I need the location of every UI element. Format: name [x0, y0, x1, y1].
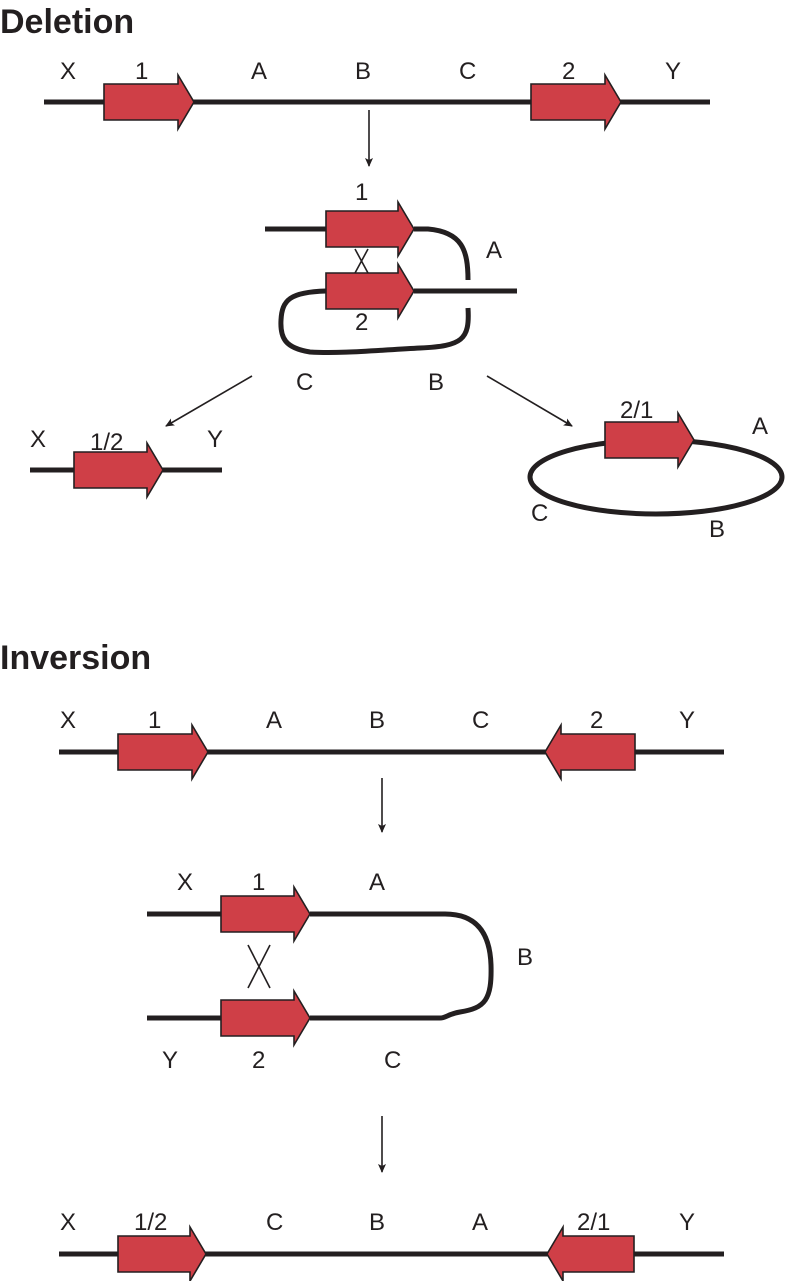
gene-arrow-2 [220, 988, 311, 1048]
gene-arrow-1 [117, 722, 209, 782]
label-b: B [369, 707, 385, 734]
label-x: X [60, 1209, 76, 1236]
label-b: B [355, 58, 371, 85]
gene-arrow-2 [530, 72, 622, 132]
label-a: A [752, 413, 768, 440]
label-b: B [709, 516, 725, 543]
label-a: A [486, 237, 502, 264]
label-b: B [369, 1209, 385, 1236]
label-gene-2-1: 2/1 [620, 397, 653, 424]
deletion-initial-dna: X 1 A B C 2 Y [44, 58, 710, 132]
label-c: C [472, 707, 489, 734]
label-gene-2: 2 [562, 58, 575, 85]
loop-segment-cb [278, 288, 471, 356]
gene-arrow-2-1 [546, 1224, 635, 1281]
deletion-section: Deletion X 1 A B C 2 Y 1 2 [0, 3, 785, 543]
label-y: Y [679, 707, 695, 734]
gene-arrow-2 [325, 261, 415, 321]
label-gene-1: 1 [148, 707, 161, 734]
label-gene-1: 1 [135, 58, 148, 85]
crossover-symbol [354, 248, 369, 274]
gene-arrow-1-2 [117, 1224, 207, 1281]
label-c: C [459, 58, 476, 85]
label-gene-1: 1 [252, 869, 265, 896]
label-gene-1: 1 [355, 179, 368, 206]
loop-segment-a [414, 226, 471, 281]
label-gene-2: 2 [590, 707, 603, 734]
label-x: X [60, 58, 76, 85]
label-y: Y [679, 1209, 695, 1236]
gene-arrow-2-1 [604, 410, 695, 470]
inversion-section: Inversion X 1 A B C 2 Y X [0, 639, 724, 1281]
label-a: A [369, 869, 385, 896]
label-gene-1-2: 1/2 [134, 1209, 167, 1236]
inversion-intermediate: X 1 A B Y 2 C [147, 869, 533, 1074]
label-y: Y [162, 1047, 178, 1074]
gene-arrow-1 [103, 72, 195, 132]
label-y: Y [665, 58, 681, 85]
crossover-symbol [247, 944, 271, 989]
label-b: B [428, 369, 444, 396]
label-a: A [472, 1209, 488, 1236]
label-c: C [531, 500, 548, 527]
inversion-title: Inversion [0, 639, 151, 677]
inversion-product-dna: X 1/2 C B A 2/1 Y [59, 1209, 724, 1281]
label-gene-1-2: 1/2 [90, 429, 123, 456]
label-gene-2-1: 2/1 [577, 1209, 610, 1236]
label-x: X [30, 426, 46, 453]
deletion-circular-product: 2/1 A C B [527, 397, 785, 543]
loop-segment [310, 911, 494, 1021]
inversion-initial-dna: X 1 A B C 2 Y [59, 707, 724, 782]
label-a: A [266, 707, 282, 734]
label-x: X [60, 707, 76, 734]
deletion-intermediate: 1 2 A C B [265, 179, 517, 396]
gene-arrow-1 [325, 199, 415, 259]
arrow-to-linear-product [165, 375, 253, 427]
label-gene-2: 2 [355, 309, 368, 336]
label-c: C [384, 1047, 401, 1074]
deletion-title: Deletion [0, 3, 134, 41]
label-c: C [296, 369, 313, 396]
label-y: Y [207, 426, 223, 453]
label-a: A [251, 58, 267, 85]
label-c: C [266, 1209, 283, 1236]
gene-arrow-2 [544, 722, 636, 782]
gene-arrow-1-2 [73, 440, 164, 500]
label-gene-2: 2 [252, 1047, 265, 1074]
gene-arrow-1 [220, 884, 311, 944]
arrow-to-circle-product [486, 375, 573, 427]
deletion-linear-product: X 1/2 Y [30, 426, 223, 500]
label-b: B [517, 944, 533, 971]
label-x: X [177, 869, 193, 896]
